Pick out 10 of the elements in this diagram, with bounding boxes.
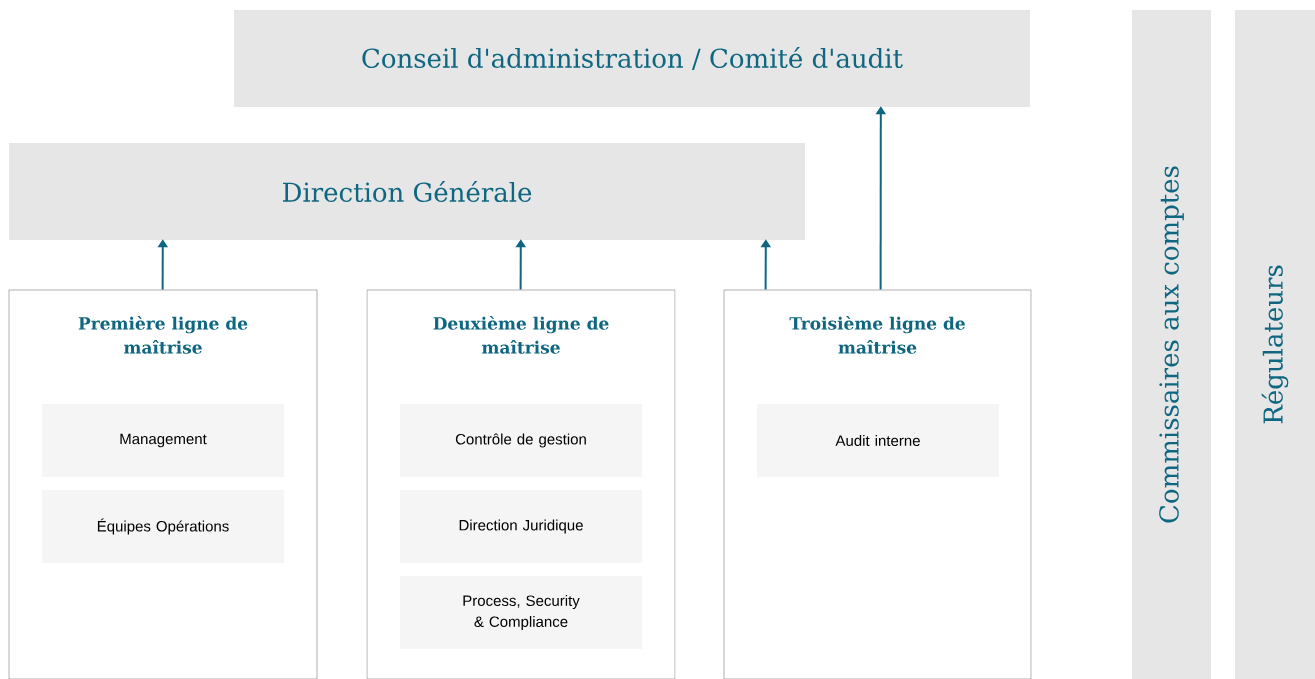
function-box: Audit interne [757, 404, 999, 477]
function-box: Direction Juridique [400, 490, 642, 563]
heading-band: Direction Générale [9, 143, 805, 240]
function-box: Management [42, 404, 284, 477]
function-box: Contrôle de gestion [400, 404, 642, 477]
heading-band: Conseil d'administration / Comité d'audit [234, 10, 1030, 107]
side-band: Régulateurs [1235, 10, 1315, 679]
side-band: Commissaires aux comptes [1132, 10, 1211, 679]
function-box: Équipes Opérations [42, 490, 284, 563]
function-box: Process, Security & Compliance [400, 576, 642, 649]
